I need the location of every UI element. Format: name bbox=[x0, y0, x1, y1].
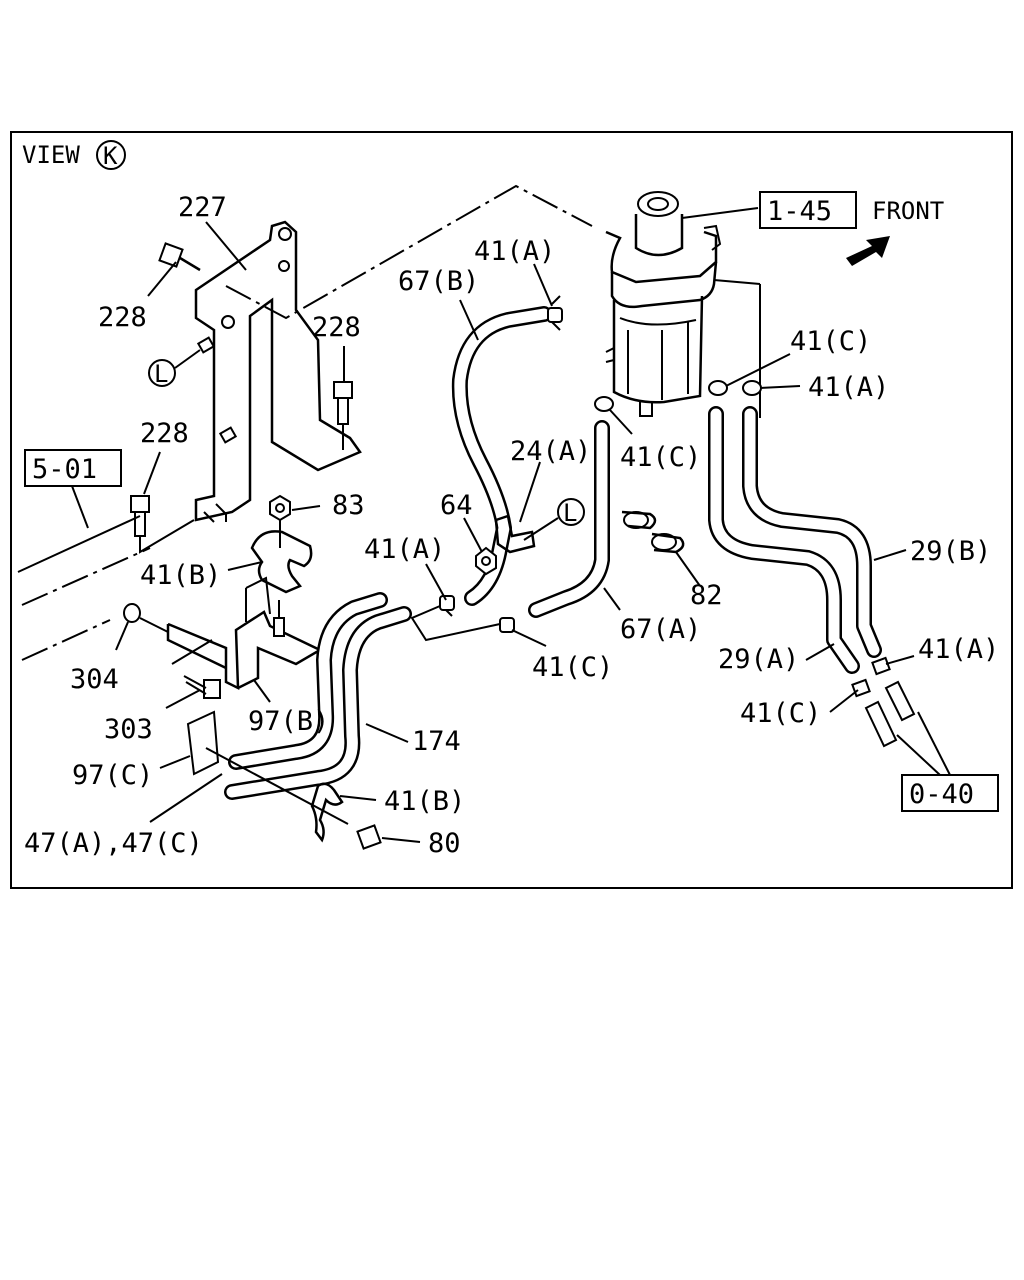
fuel-filter bbox=[605, 191, 761, 418]
front-label: FRONT bbox=[872, 197, 944, 225]
callout-41a-mid[interactable]: 41(A) bbox=[364, 534, 445, 565]
callout-24a[interactable]: 24(A) bbox=[510, 436, 591, 467]
marker-l-right-text: L bbox=[563, 499, 577, 527]
view-label: VIEW bbox=[22, 141, 80, 169]
callout-41c-right[interactable]: 41(C) bbox=[790, 326, 871, 357]
callout-228-mid[interactable]: 228 bbox=[312, 312, 361, 343]
clamp-41c-filter bbox=[594, 396, 614, 412]
callout-41c-mid[interactable]: 41(C) bbox=[532, 652, 613, 683]
frame-rail-line-a bbox=[17, 515, 141, 573]
stud-upper bbox=[196, 336, 216, 354]
callout-41a-right[interactable]: 41(A) bbox=[808, 372, 889, 403]
bolt-228-mid bbox=[333, 381, 353, 450]
callout-67b[interactable]: 67(B) bbox=[398, 266, 479, 297]
hose-29b bbox=[742, 406, 882, 658]
callout-80[interactable]: 80 bbox=[428, 828, 461, 859]
clamp-41a-right bbox=[742, 380, 762, 396]
callout-41a-low[interactable]: 41(A) bbox=[918, 634, 999, 665]
leader-41a-mid bbox=[410, 605, 501, 642]
clamp-41a-mid bbox=[439, 595, 455, 617]
marker-l-right bbox=[557, 498, 585, 526]
clip-24a bbox=[494, 514, 536, 554]
callout-29b[interactable]: 29(B) bbox=[910, 536, 991, 567]
ref-0-40[interactable]: 0-40 bbox=[909, 779, 974, 810]
washer-304 bbox=[123, 603, 141, 623]
clamp-41b-upper bbox=[250, 520, 313, 594]
clamp-41b-lower bbox=[310, 782, 344, 843]
frame-rail-line-c bbox=[21, 619, 111, 661]
hose-29a bbox=[708, 406, 860, 674]
clamp-41c-right bbox=[708, 380, 728, 396]
leader-lines bbox=[115, 221, 915, 843]
callout-29a[interactable]: 29(A) bbox=[718, 644, 799, 675]
hose-67a bbox=[528, 420, 610, 618]
stud-lower bbox=[218, 426, 238, 444]
callout-41a-top[interactable]: 41(A) bbox=[474, 236, 555, 267]
nut-83 bbox=[269, 494, 291, 522]
callout-228-top[interactable]: 228 bbox=[98, 302, 147, 333]
tube-ends-0-40 bbox=[864, 680, 916, 748]
callout-83[interactable]: 83 bbox=[332, 490, 365, 521]
clamp-41c-mid bbox=[499, 617, 515, 633]
callout-41b-upper[interactable]: 41(B) bbox=[140, 560, 221, 591]
plate-97c bbox=[186, 710, 220, 776]
callout-97c[interactable]: 97(C) bbox=[72, 760, 153, 791]
leader-bracket-to-filter bbox=[225, 184, 593, 320]
hose-67b bbox=[451, 306, 552, 606]
callout-41b-lower[interactable]: 41(B) bbox=[384, 786, 465, 817]
callout-64[interactable]: 64 bbox=[440, 490, 473, 521]
callout-47[interactable]: 47(A),47(C) bbox=[24, 828, 203, 859]
marker-l-right-leader bbox=[523, 517, 559, 541]
nut-64 bbox=[475, 546, 497, 576]
ref-5-01-leader bbox=[71, 485, 89, 529]
ref-box-1-45[interactable] bbox=[759, 191, 857, 229]
bracket-97b bbox=[166, 576, 323, 691]
view-letter-circle bbox=[96, 140, 126, 170]
ref-0-40-leader-a bbox=[896, 734, 941, 776]
fitting-41a-low bbox=[871, 656, 891, 676]
marker-l-left bbox=[148, 359, 176, 387]
clamp-82 bbox=[621, 510, 685, 554]
ref-5-01[interactable]: 5-01 bbox=[32, 454, 97, 485]
frame-rail-line-b bbox=[21, 547, 151, 606]
callout-303[interactable]: 303 bbox=[104, 714, 153, 745]
bolt-228-low bbox=[130, 495, 195, 554]
bracket-227 bbox=[194, 220, 362, 523]
callout-82[interactable]: 82 bbox=[690, 580, 723, 611]
callout-228-low[interactable]: 228 bbox=[140, 418, 189, 449]
callout-97b[interactable]: 97(B) bbox=[248, 706, 329, 737]
ref-0-40-leader-b bbox=[917, 711, 951, 776]
callout-41c-filter[interactable]: 41(C) bbox=[620, 442, 701, 473]
marker-l-left-text: L bbox=[154, 360, 168, 388]
clamp-41a-top bbox=[547, 295, 563, 331]
bolt-303 bbox=[171, 639, 221, 699]
marker-l-left-leader bbox=[174, 349, 201, 369]
diagram-frame bbox=[10, 131, 1013, 889]
front-arrow-icon bbox=[846, 236, 890, 266]
bolt-228-top bbox=[158, 242, 201, 272]
callout-227[interactable]: 227 bbox=[178, 192, 227, 223]
callout-304[interactable]: 304 bbox=[70, 664, 119, 695]
callout-174[interactable]: 174 bbox=[412, 726, 461, 757]
hose-174 bbox=[224, 592, 412, 800]
bolt-80 bbox=[205, 747, 382, 850]
callout-41c-low[interactable]: 41(C) bbox=[740, 698, 821, 729]
view-letter: K bbox=[103, 142, 118, 170]
ref-1-45[interactable]: 1-45 bbox=[767, 196, 832, 227]
callout-67a[interactable]: 67(A) bbox=[620, 614, 701, 645]
